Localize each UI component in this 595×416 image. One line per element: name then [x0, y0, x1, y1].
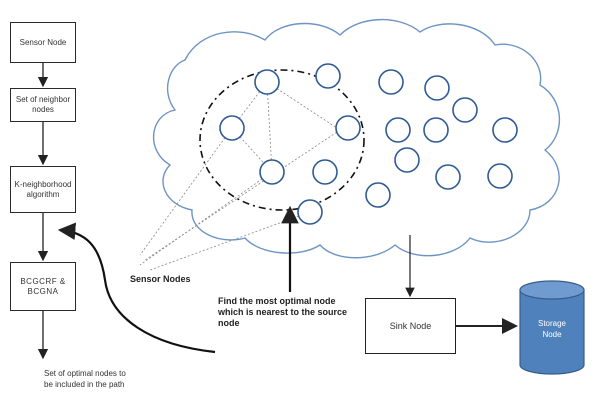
network-cloud	[153, 18, 561, 259]
storage-cylinder	[519, 280, 585, 375]
neighborhood-ellipse	[199, 69, 365, 211]
curved-feedback-arrow	[57, 222, 216, 354]
sensor-node-circle	[219, 115, 245, 141]
bcgcrf-bcgna-box: BCGCRF & BCGNA	[10, 262, 76, 311]
sensor-node-circle	[385, 117, 411, 143]
optimal-node-caption: Find the most optimal node which is near…	[218, 296, 348, 328]
sink-node-box: Sink Node	[365, 298, 456, 354]
sensor-node-circle	[297, 199, 323, 225]
connection-lines	[139, 81, 341, 271]
neighbor-nodes-box: Set of neighbor nodes	[10, 88, 76, 122]
sensor-node-circle	[259, 159, 285, 185]
sensor-node-circles	[219, 63, 518, 225]
k-neighborhood-box: K-neighborhood algorithm	[10, 166, 76, 213]
sensor-node-circle	[487, 163, 513, 189]
sensor-node-circle	[394, 147, 420, 173]
storage-node-label: Storage Node	[537, 319, 567, 339]
sensor-node-circle	[254, 69, 280, 95]
sensor-node-circle	[378, 69, 404, 95]
sensor-nodes-label: Sensor Nodes	[130, 274, 191, 284]
sensor-node-circle	[423, 117, 449, 143]
sensor-node-circle	[315, 63, 341, 89]
sensor-node-circle	[492, 117, 518, 143]
sensor-node-circle	[424, 75, 450, 101]
sensor-node-circle	[312, 159, 338, 185]
sensor-node-circle	[335, 115, 361, 141]
sensor-node-circle	[435, 164, 461, 190]
optimal-nodes-output: Set of optimal nodes to be included in t…	[44, 369, 126, 389]
sensor-node-circle	[452, 97, 478, 123]
sensor-node-box: Sensor Node	[10, 22, 76, 63]
sensor-node-circle	[365, 182, 391, 208]
